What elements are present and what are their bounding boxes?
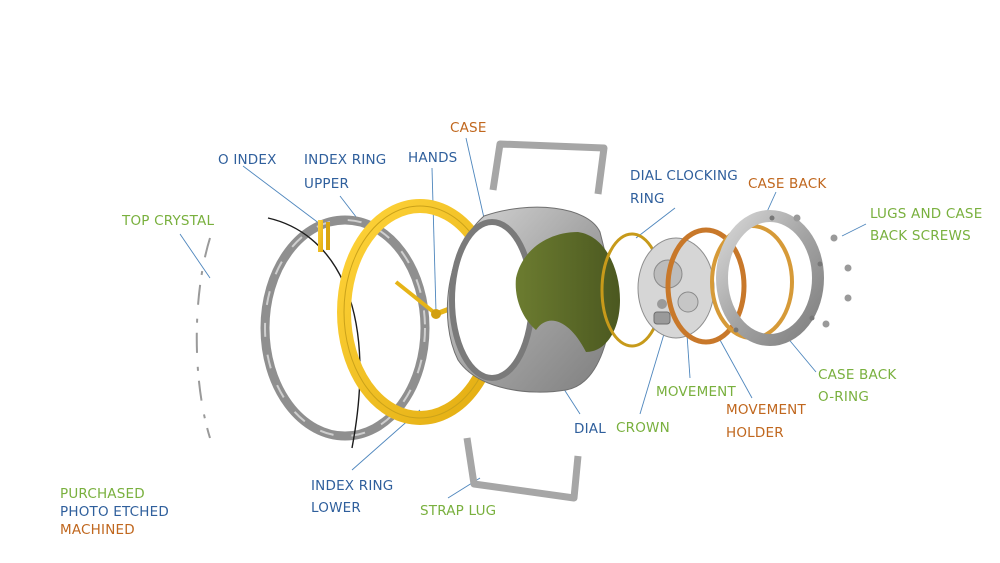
legend-photo-etched: PHOTO ETCHED xyxy=(60,504,169,520)
label-crown: CROWN xyxy=(616,420,670,436)
label-movement-holder-line1: MOVEMENT xyxy=(726,402,806,418)
label-case-back-oring-line2: O-RING xyxy=(818,389,869,405)
label-lugs-screws-line1: LUGS AND CASE xyxy=(870,206,982,222)
label-lugs-screws-line2: BACK SCREWS xyxy=(870,228,971,244)
label-dial-clocking-ring-line1: DIAL CLOCKING xyxy=(630,168,738,184)
label-case-back: CASE BACK xyxy=(748,176,827,192)
label-top-crystal: TOP CRYSTAL xyxy=(121,213,214,229)
label-movement-holder-line2: HOLDER xyxy=(726,425,784,441)
label-o-index: O INDEX xyxy=(218,152,277,168)
label-index-ring-lower-line1: INDEX RING xyxy=(311,478,393,494)
label-hands: HANDS xyxy=(408,150,457,166)
label-strap-lug: STRAP LUG xyxy=(420,503,496,519)
legend-purchased: PURCHASED xyxy=(60,486,145,502)
legend-machined: MACHINED xyxy=(60,522,135,538)
label-index-ring-lower-line2: LOWER xyxy=(311,500,361,516)
strap-lug-top-part xyxy=(493,144,604,194)
strap-lug-bottom-part xyxy=(467,438,578,498)
label-index-ring-upper-line1: INDEX RING xyxy=(304,152,386,168)
label-case: CASE xyxy=(450,120,487,136)
label-movement: MOVEMENT xyxy=(656,384,736,400)
label-index-ring-upper-line2: UPPER xyxy=(304,176,349,192)
legend: PURCHASED PHOTO ETCHED MACHINED xyxy=(60,486,169,538)
label-dial-clocking-ring-line2: RING xyxy=(630,191,665,207)
label-case-back-oring-line1: CASE BACK xyxy=(818,367,897,383)
label-dial: DIAL xyxy=(574,421,606,437)
crown-part xyxy=(654,312,670,324)
